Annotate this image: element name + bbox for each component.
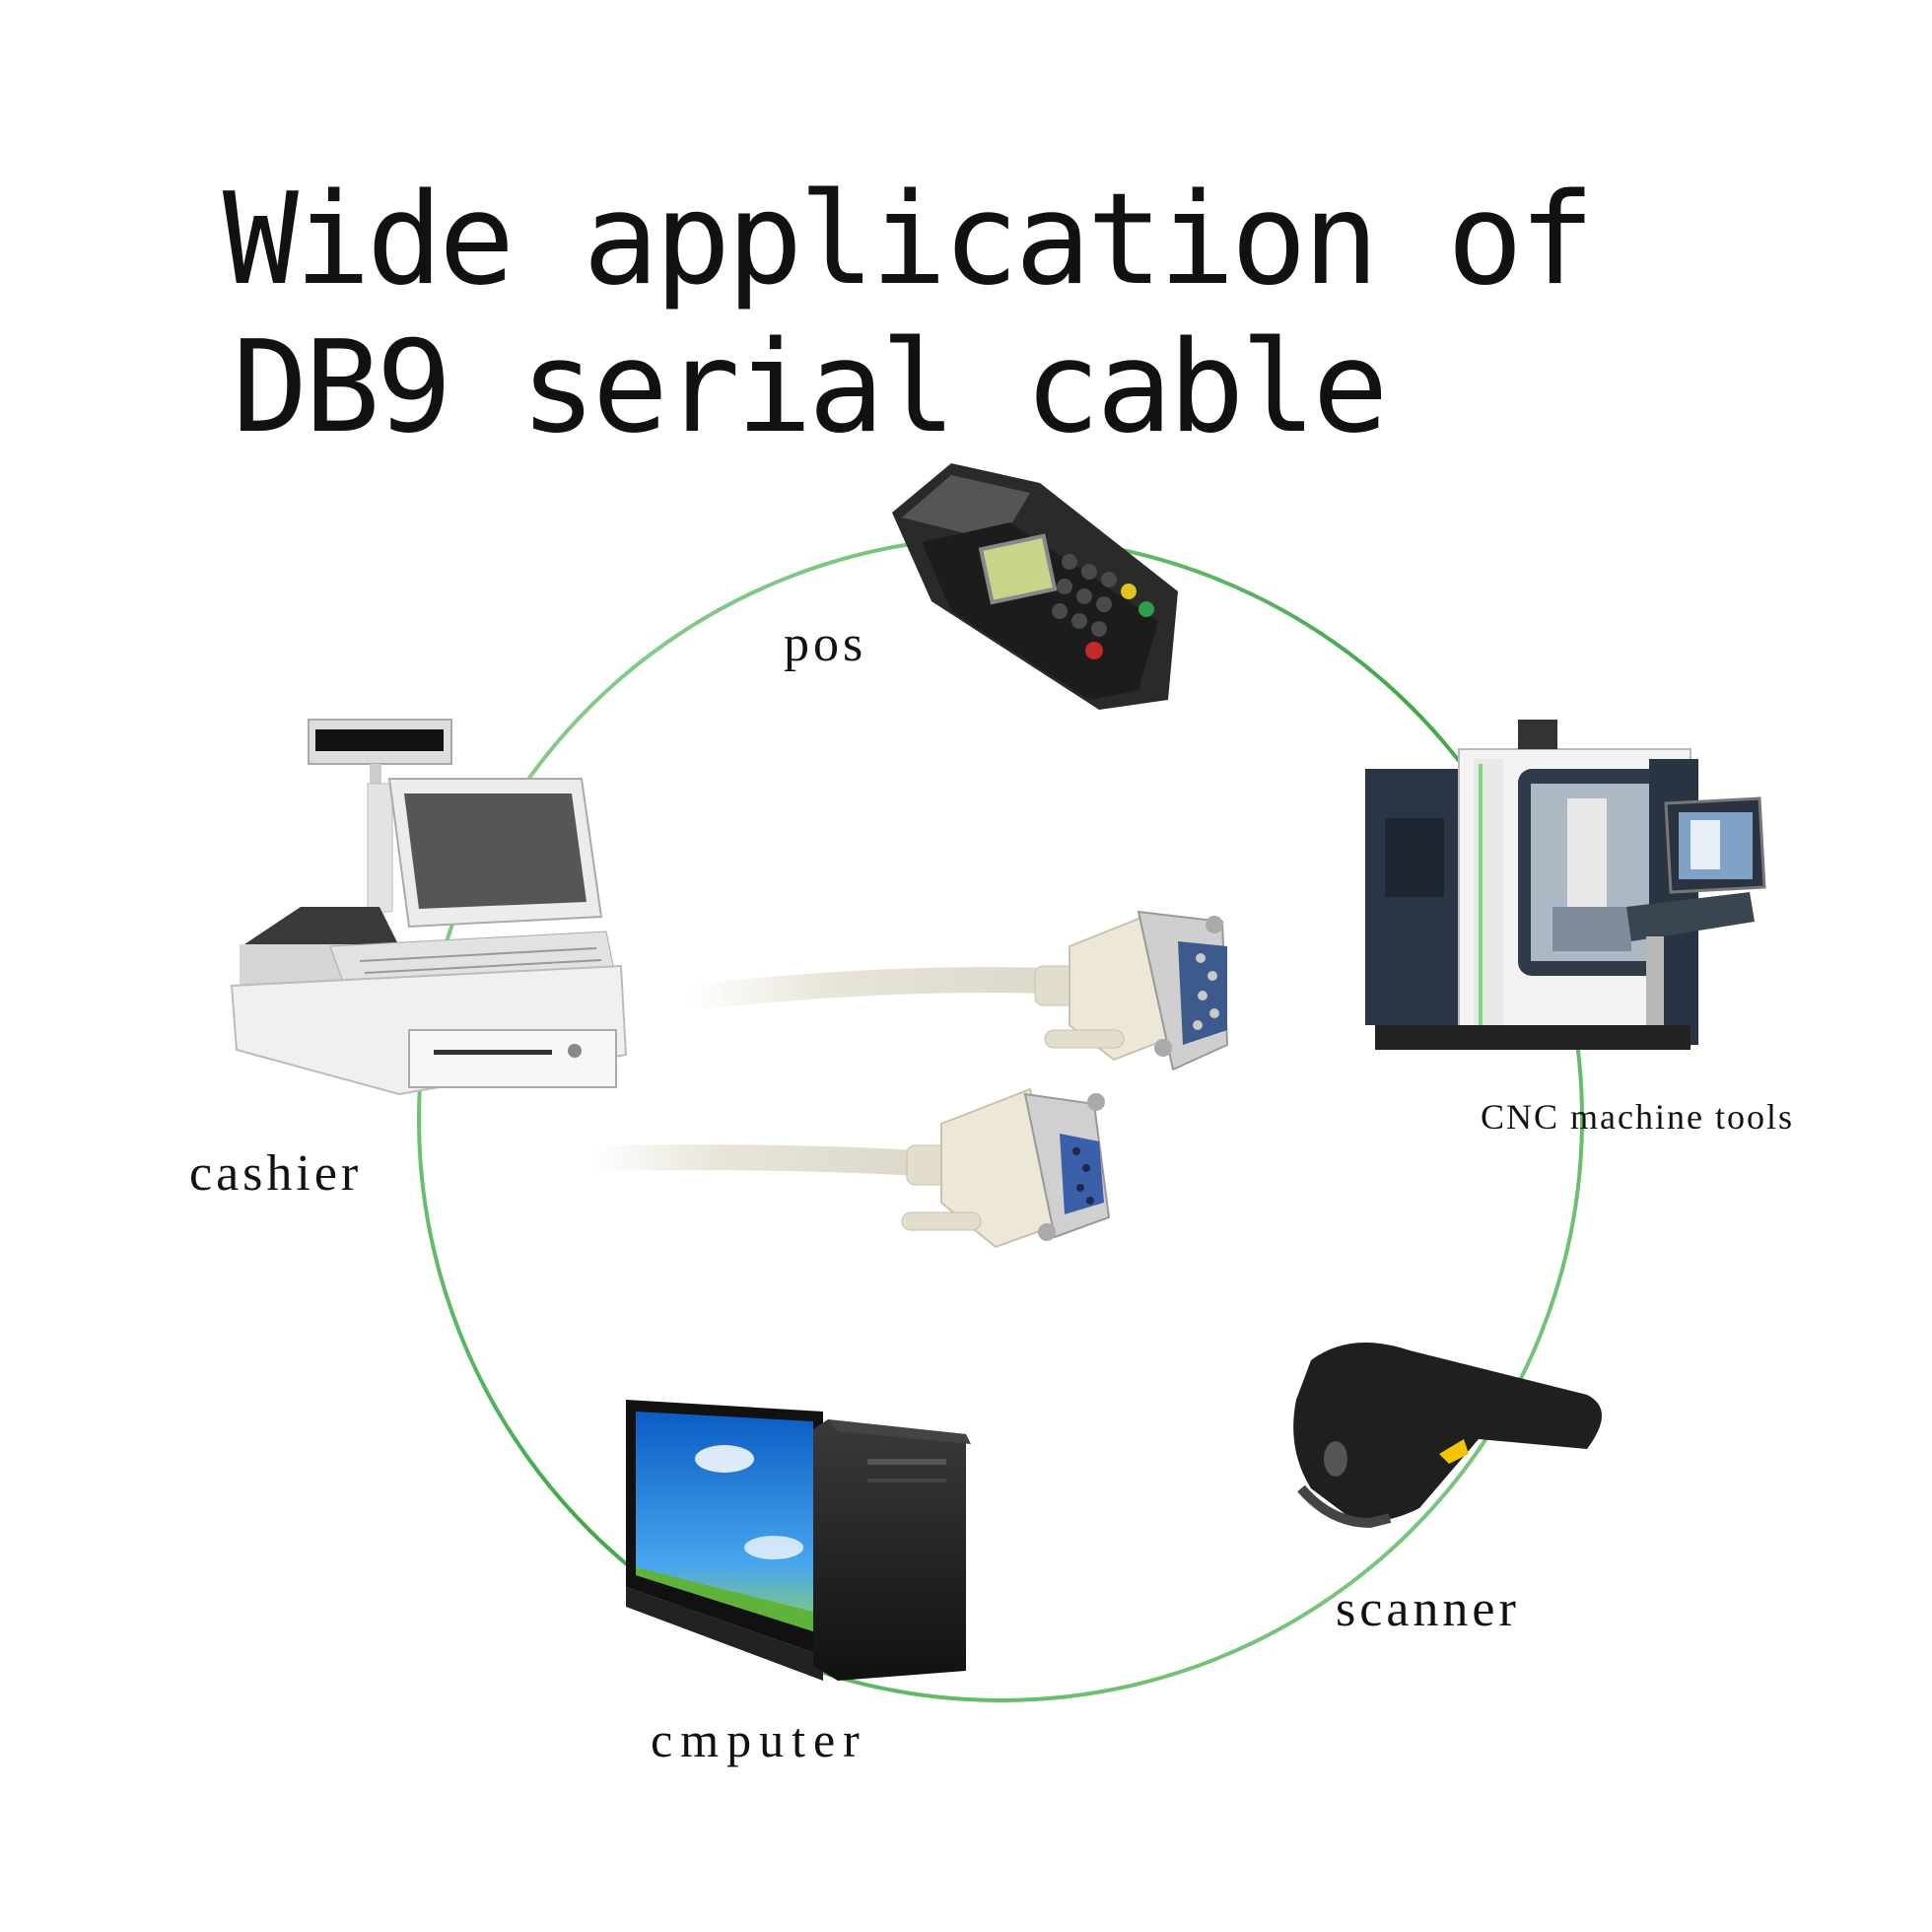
db9-male-connector-icon [677, 910, 1229, 1071]
cnc-machine-icon [1365, 720, 1766, 1050]
pos-terminal-icon [892, 463, 1178, 710]
barcode-scanner-icon [1293, 1343, 1602, 1529]
title-line-1: Wide application of [222, 167, 1595, 313]
label-computer: cmputer [651, 1712, 867, 1767]
label-cnc-machine-tools: CNC machine tools [1481, 1097, 1794, 1137]
label-cashier: cashier [189, 1145, 363, 1202]
desktop-computer-icon [626, 1400, 971, 1681]
cash-register-icon [230, 719, 628, 1096]
title-line-2: DB9 serial cable [232, 314, 1389, 461]
label-pos: pos [784, 616, 867, 672]
label-scanner: scanner [1336, 1581, 1520, 1637]
db9-female-connector-icon [579, 1087, 1111, 1249]
